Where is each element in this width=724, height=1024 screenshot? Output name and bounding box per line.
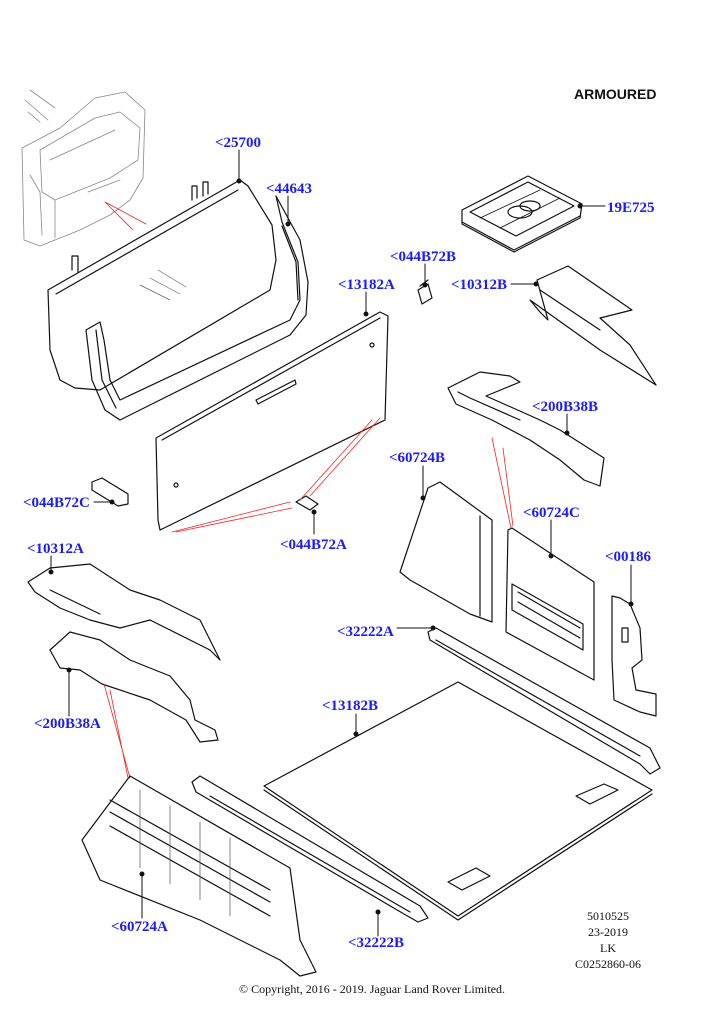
pointer-lines-200B38A [103,683,131,779]
part-60724A-trim [81,775,317,977]
part-32222A-rail [427,627,661,775]
part-200B38B-bracket [447,371,605,487]
callout-13182B[interactable]: <13182B [322,698,379,714]
callout-13182A[interactable]: <13182A [338,277,395,293]
part-32222B-rail [191,775,429,923]
part-13182B-floor [263,681,653,921]
part-200B38A-bracket [49,631,219,743]
callout-32222A[interactable]: <32222A [337,624,394,640]
vehicle-rear-sketch [21,89,146,247]
variant-label: ARMOURED [574,86,657,102]
callout-00186[interactable]: <00186 [605,549,652,565]
part-044B72C-bracket [91,477,129,507]
callout-60724B[interactable]: <60724B [389,450,446,466]
callout-044B72C[interactable]: <044B72C [23,495,90,511]
ref-line: C0252860-06 [575,957,641,971]
part-044B72A-clip [295,495,319,511]
copyright-notice: © Copyright, 2016 - 2019. Jaguar Land Ro… [238,982,506,996]
leader-lines [48,149,634,937]
part-60724B-panel [399,481,493,623]
pointer-lines-200B38B [491,437,514,529]
part-00186-trim [611,595,657,717]
part-19E725-kit [461,175,583,253]
callout-19E725[interactable]: 19E725 [607,200,655,216]
callout-32222B[interactable]: <32222B [348,935,405,951]
callout-200B38B[interactable]: <200B38B [532,399,599,415]
callout-044B72B[interactable]: <044B72B [390,249,457,265]
callout-44643[interactable]: <44643 [266,181,313,197]
reference-block: 5010525 23-2019 LK C0252860-06 [560,908,656,972]
callout-60724C[interactable]: <60724C [523,505,580,521]
part-60724C-panel [505,527,595,681]
pointer-lines-044B72A [171,417,381,533]
ref-line: 5010525 [587,909,629,923]
callout-044B72A[interactable]: <044B72A [280,537,347,553]
part-44643-seal [85,195,309,421]
callout-10312A[interactable]: <10312A [27,541,84,557]
part-10312B-trim [529,265,657,386]
ref-line: LK [600,941,616,955]
part-10312A-trim [27,563,221,661]
ref-line: 23-2019 [588,925,628,939]
callout-60724A[interactable]: <60724A [111,919,168,935]
callout-25700[interactable]: <25700 [215,135,262,151]
callout-10312B[interactable]: <10312B [451,277,508,293]
callout-200B38A[interactable]: <200B38A [34,716,101,732]
pointer-lines-vehicle [104,201,147,231]
part-13182A-board [155,311,389,531]
part-25700-glass-panel [47,179,277,391]
